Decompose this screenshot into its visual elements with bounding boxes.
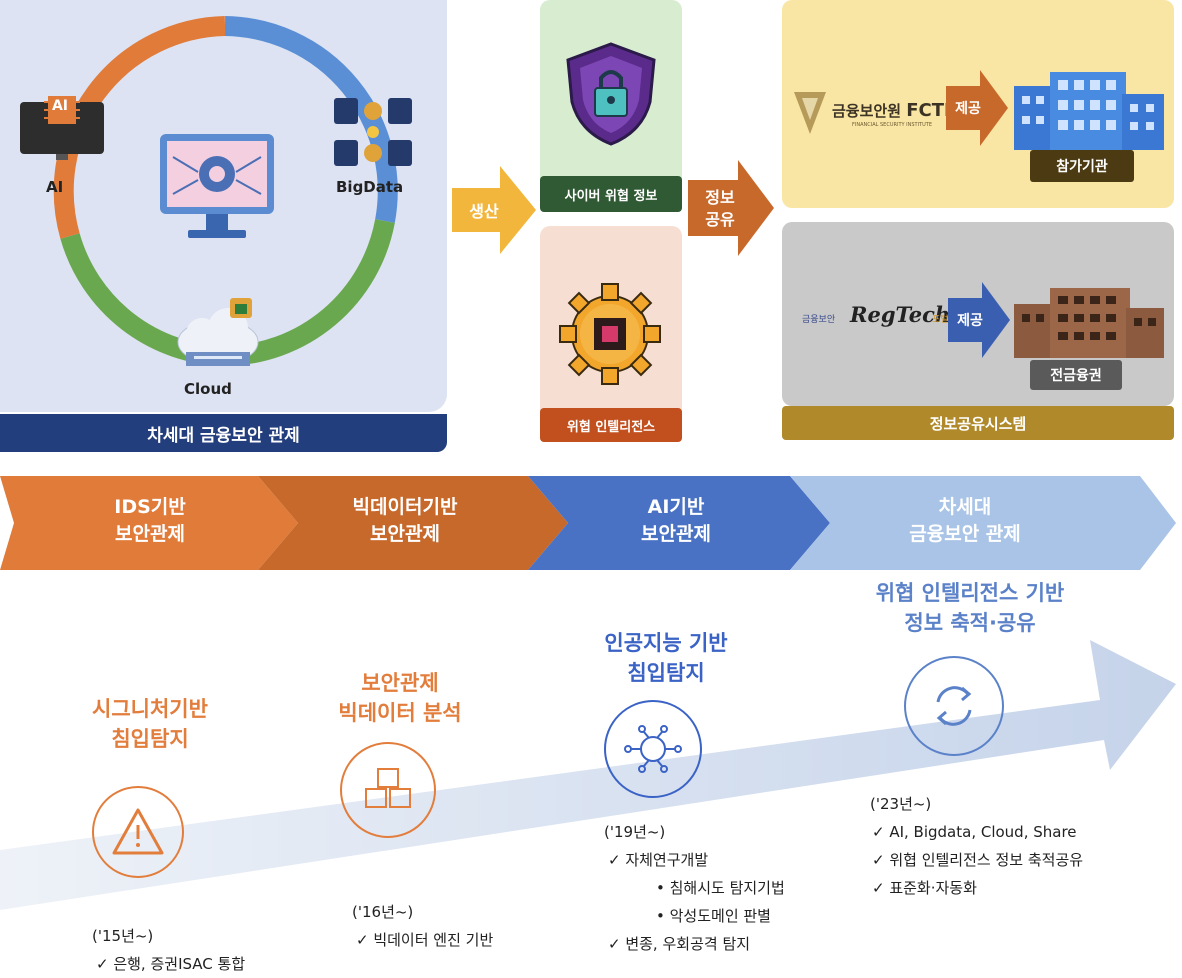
stage-ai-note-2: • 침해시도 탐지기법 — [656, 879, 785, 897]
sync-icon — [904, 656, 1004, 756]
chevron-next-gen — [790, 476, 1176, 570]
gear-chip-icon — [558, 282, 662, 386]
stage-bigdata-title-2: 빅데이터 분석 — [338, 701, 462, 725]
regtech-suffix: 포털 — [932, 315, 949, 325]
regtech-org-small: 금융보안 — [802, 315, 836, 325]
participants-label: 참가기관 — [1030, 150, 1134, 182]
chevron-ai-line2: 보안관제 — [641, 523, 711, 545]
provide-arrow-top — [946, 70, 1008, 146]
stage-ai-note-3: • 악성도메인 판별 — [656, 907, 771, 925]
stage-ai-note-1: ✓ 자체연구개발 — [608, 851, 709, 869]
share-label-line1: 정보 — [705, 188, 735, 207]
produce-label: 생산 — [469, 202, 499, 221]
chevron-ids-line1: IDS기반 — [114, 496, 186, 518]
stage-ti-note-3: ✓ 표준화·자동화 — [872, 879, 977, 897]
chevron-ids — [0, 476, 298, 570]
cloud-label: Cloud — [184, 380, 232, 398]
timeline-arrow — [0, 640, 1176, 910]
stage-ai-title-2: 침입탐지 — [627, 661, 705, 685]
database-icon — [332, 94, 414, 174]
cyber-threat-info-label: 사이버 위협 정보 — [540, 176, 682, 212]
stage-bigdata-notes: ('16년~) ✓ 빅데이터 엔진 기반 — [352, 898, 493, 954]
info-sharing-system-label: 정보공유시스템 — [782, 406, 1174, 440]
provide-label-top: 제공 — [955, 101, 981, 117]
warning-icon — [92, 786, 184, 878]
institution-buildings-icon — [1014, 66, 1164, 150]
stage-ti-title-1: 위협 인텔리전스 기반 — [875, 581, 1065, 605]
stage-ti-note-2: ✓ 위협 인텔리전스 정보 축적공유 — [872, 851, 1084, 869]
stage-signature-note-1: ✓ 은행, 증권ISAC 통합 — [96, 955, 246, 973]
chevron-bigdata — [258, 476, 568, 570]
all-finance-label: 전금융권 — [1030, 360, 1122, 390]
fsi-org-name: 금융보안원 FCTI — [832, 100, 951, 121]
chevron-ids-text: IDS기반 보안관제 — [40, 494, 260, 548]
cubes-icon — [340, 742, 436, 838]
share-arrow — [688, 160, 774, 256]
chevron-ai-line1: AI기반 — [647, 496, 705, 518]
fsi-org-korean: 금융보안원 — [832, 102, 902, 120]
stage-bigdata-note-0: ('16년~) — [352, 903, 414, 921]
chevron-next-gen-text: 차세대 금융보안 관제 — [840, 494, 1090, 548]
stage-signature-note-0: ('15년~) — [92, 927, 154, 945]
provide-label-bottom: 제공 — [957, 313, 983, 329]
stage-signature-title: 시그니처기반 침입탐지 — [40, 694, 260, 754]
fsi-logo-icon — [790, 88, 830, 138]
chevron-ai — [528, 476, 830, 570]
stage-ti-title-2: 정보 축적·공유 — [904, 611, 1036, 635]
stage-signature-title-1: 시그니처기반 — [92, 697, 208, 721]
stage-ti-note-1: ✓ AI, Bigdata, Cloud, Share — [872, 823, 1077, 841]
left-panel-footer: 차세대 금융보안 관제 — [0, 414, 447, 452]
provide-arrow-bottom — [948, 282, 1010, 358]
cloud-lock-icon — [172, 294, 264, 378]
chevron-next-gen-line2: 금융보안 관제 — [909, 523, 1021, 545]
stage-ti-notes: ('23년~) ✓ AI, Bigdata, Cloud, Share ✓ 위협… — [870, 790, 1083, 902]
share-label-line2: 공유 — [705, 210, 735, 229]
stage-bigdata-title: 보안관제 빅데이터 분석 — [290, 668, 510, 728]
stage-ai-note-4: ✓ 변종, 우회공격 탐지 — [608, 935, 751, 953]
chevron-ids-line2: 보안관제 — [115, 523, 185, 545]
regtech-brand: RegTech — [850, 302, 951, 327]
fsi-org-small: FINANCIAL SECURITY INSTITUTE — [852, 122, 932, 128]
monitor-icon — [158, 132, 276, 244]
stage-signature-notes: ('15년~) ✓ 은행, 증권ISAC 통합 — [92, 922, 245, 978]
stage-ai-title: 인공지능 기반 침입탐지 — [556, 628, 776, 688]
stage-ti-note-0: ('23년~) — [870, 795, 932, 813]
produce-arrow — [452, 166, 536, 254]
share-label: 정보 공유 — [692, 184, 748, 234]
stage-ai-notes: ('19년~) ✓ 자체연구개발 • 침해시도 탐지기법 • 악성도메인 판별 … — [604, 818, 785, 958]
network-icon — [604, 700, 702, 798]
chevron-bigdata-text: 빅데이터기반 보안관제 — [290, 494, 520, 548]
threat-intelligence-label: 위협 인텔리전스 — [540, 408, 682, 442]
ai-label: AI — [46, 178, 64, 196]
finance-sector-buildings-icon — [1014, 284, 1164, 358]
chevron-next-gen-line1: 차세대 — [938, 496, 992, 518]
stage-ai-title-1: 인공지능 기반 — [604, 631, 728, 655]
bigdata-label: BigData — [336, 178, 404, 196]
evolution-chevron-band — [0, 476, 1176, 570]
stage-signature-title-2: 침입탐지 — [111, 727, 189, 751]
fsi-org-brand: FCTI — [906, 100, 951, 121]
stage-ai-note-0: ('19년~) — [604, 823, 666, 841]
stage-bigdata-title-1: 보안관제 — [361, 671, 439, 695]
chevron-bigdata-line1: 빅데이터기반 — [352, 496, 458, 518]
ai-chip-icon — [18, 92, 106, 162]
ai-chip-label: AI — [51, 98, 69, 114]
stage-ti-title: 위협 인텔리전스 기반 정보 축적·공유 — [820, 578, 1120, 638]
chevron-bigdata-line2: 보안관제 — [370, 523, 440, 545]
chevron-ai-text: AI기반 보안관제 — [566, 494, 786, 548]
stage-bigdata-note-1: ✓ 빅데이터 엔진 기반 — [356, 931, 494, 949]
shield-lock-icon — [562, 40, 660, 148]
